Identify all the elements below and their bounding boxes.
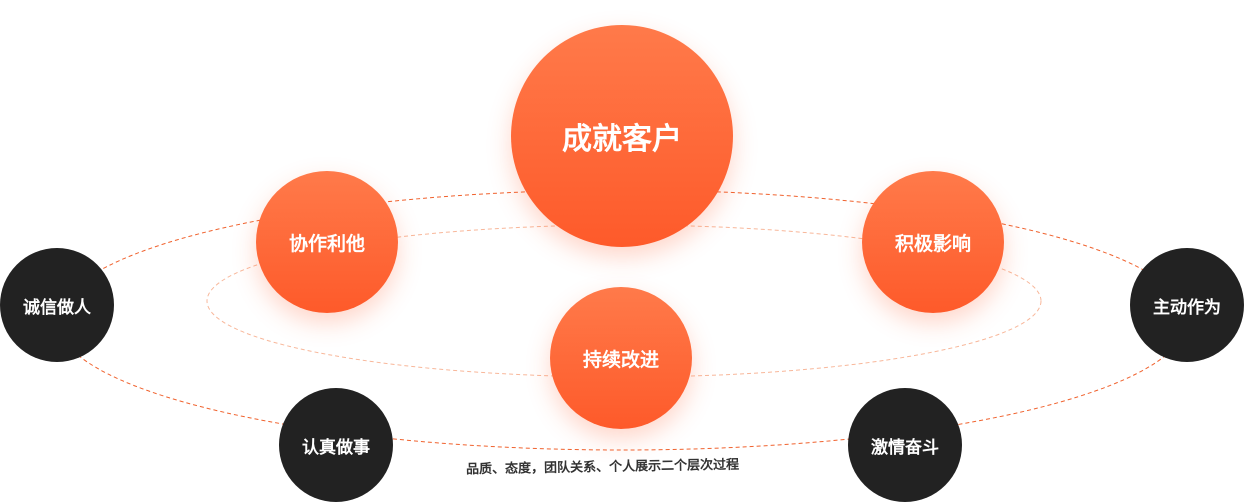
outer-node-initiative: 主动作为	[1130, 248, 1244, 362]
outer-node-diligence: 认真做事	[279, 388, 393, 502]
outer-node-integrity: 诚信做人	[0, 248, 114, 362]
inner-node-influence: 积极影响	[862, 171, 1004, 313]
inner-node-collaboration: 协作利他	[256, 171, 398, 313]
inner-node-improvement: 持续改进	[550, 287, 692, 429]
center-node: 成就客户	[511, 25, 733, 247]
outer-node-passion: 激情奋斗	[848, 388, 962, 502]
